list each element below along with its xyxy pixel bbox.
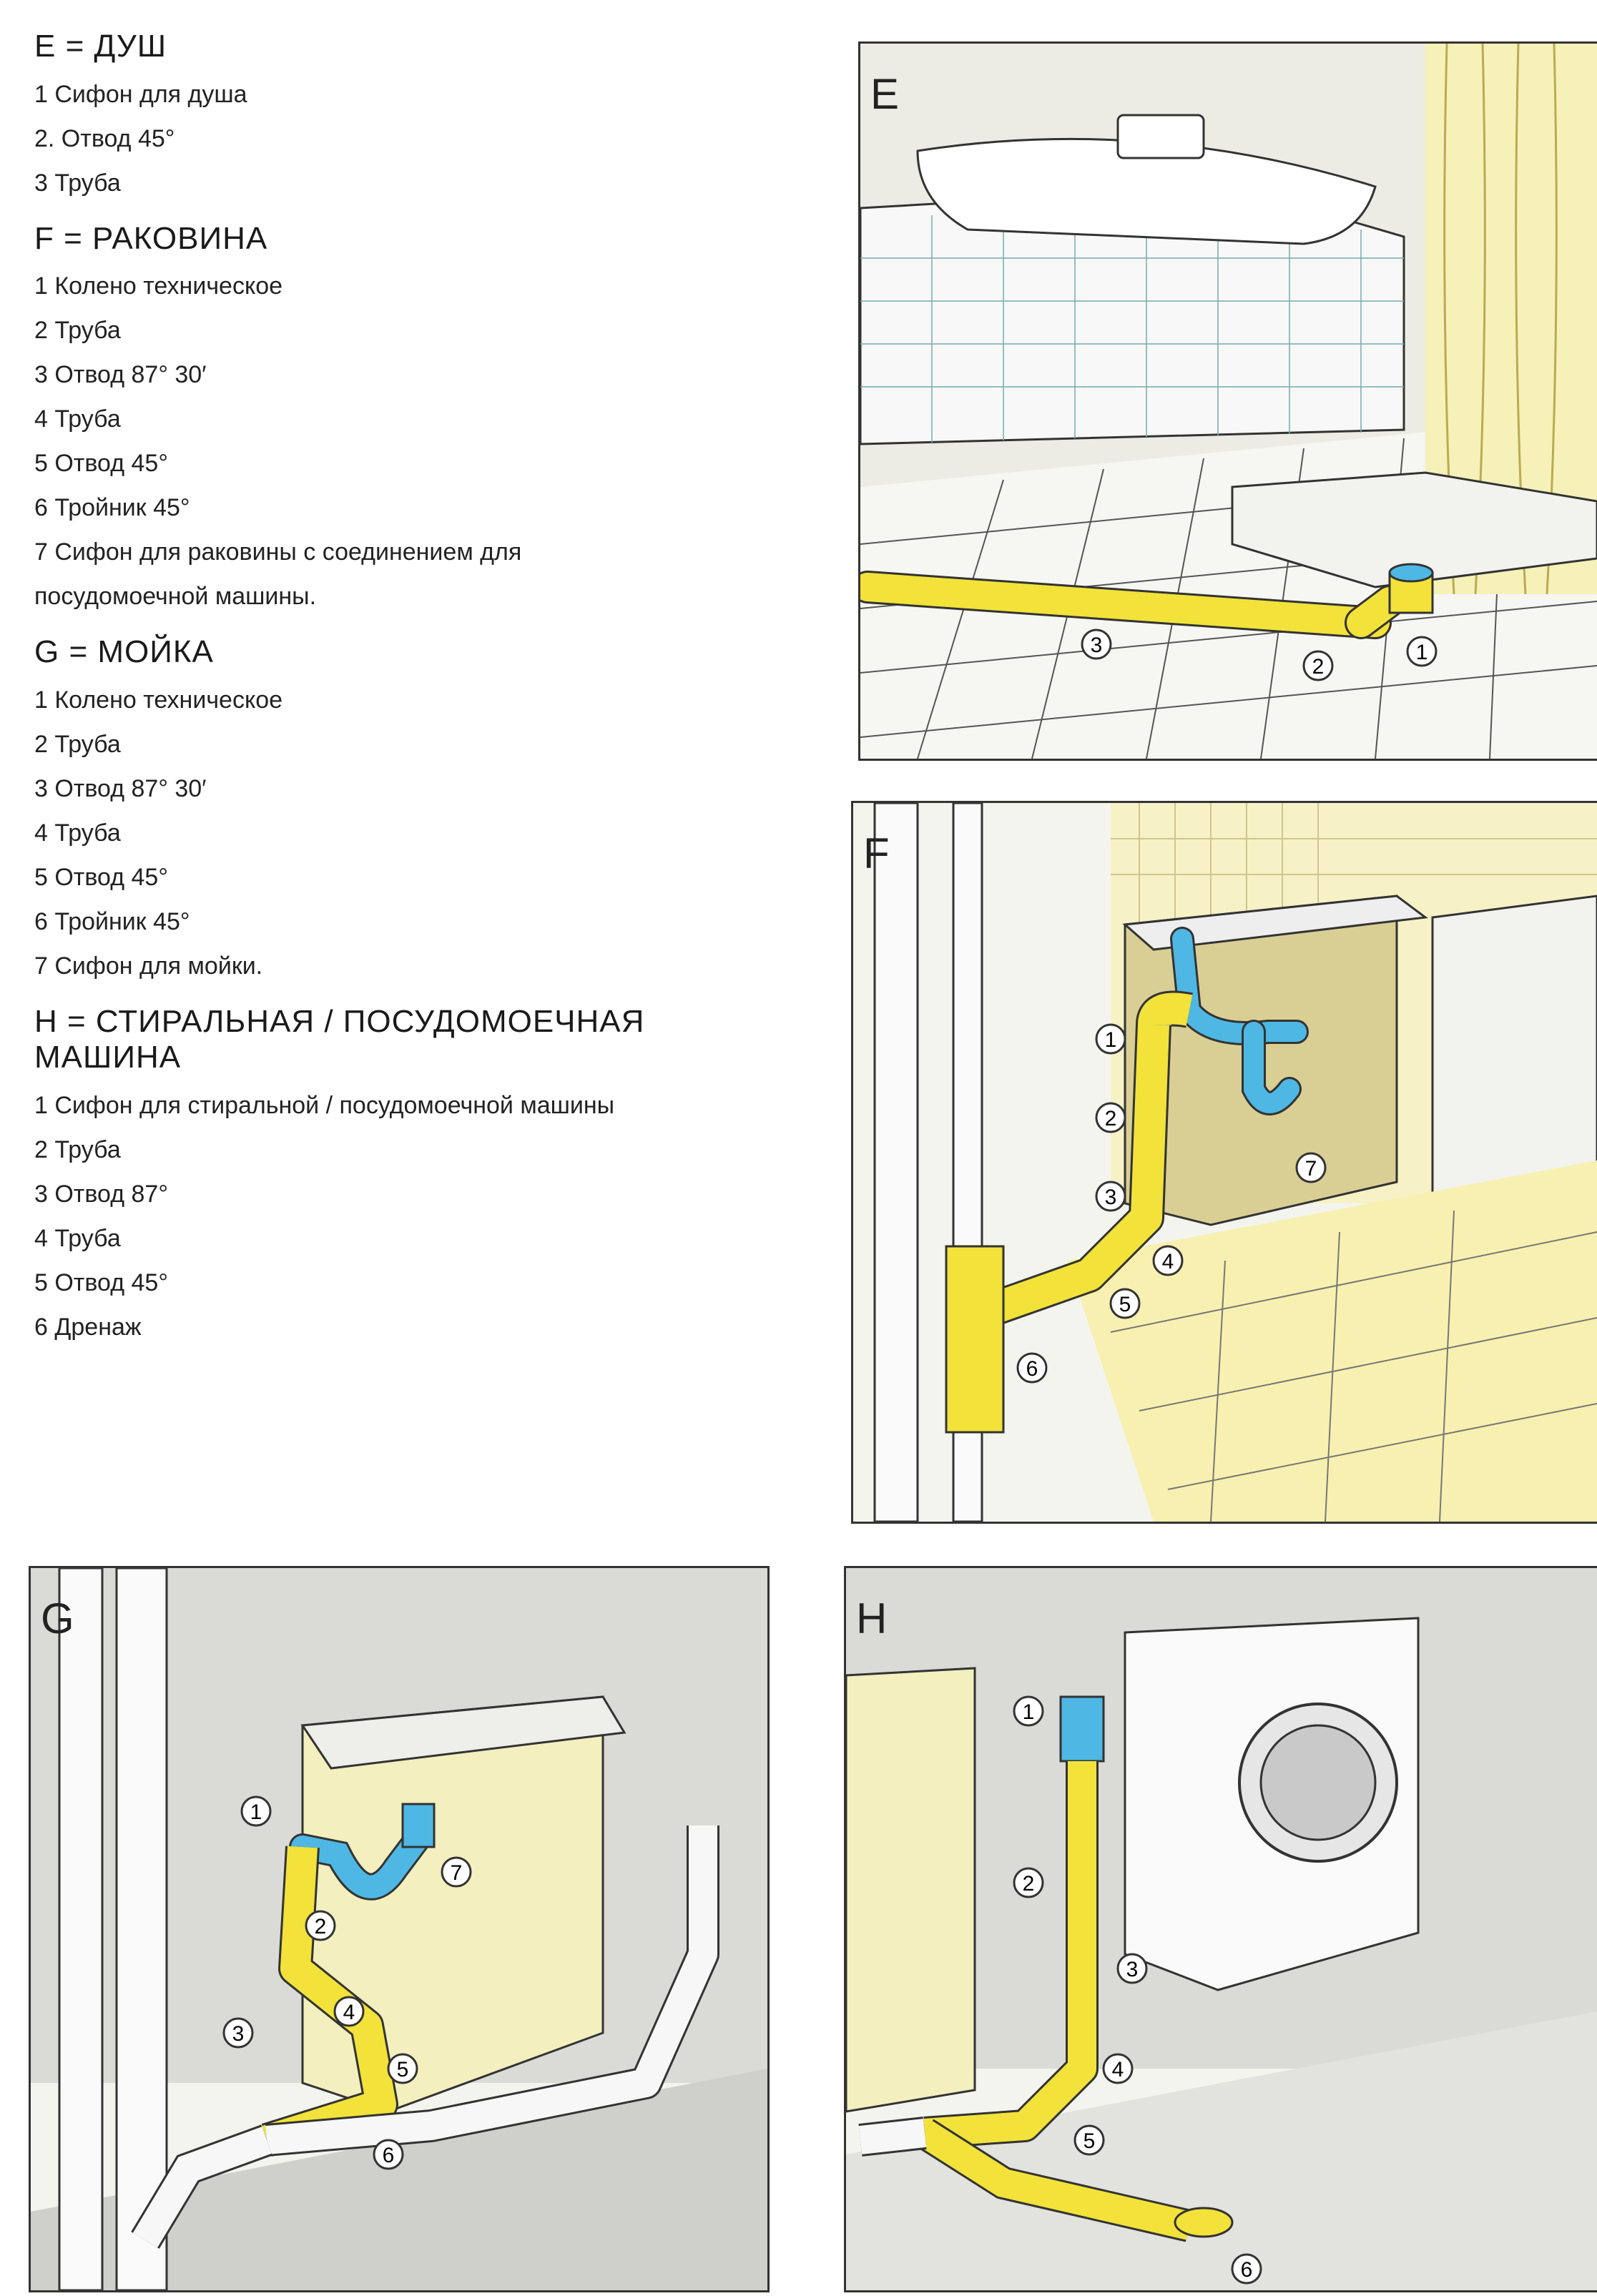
legend-item: 3 Отвод 87° 30′ — [34, 361, 207, 389]
panel-letter-f: F — [863, 829, 890, 877]
callout-markers — [222, 1795, 472, 2170]
sink-illustration: 1 2 3 4 5 6 7 — [31, 1568, 767, 2290]
legend: E = ДУШ 1 Сифон для душа 2. Отвод 45° 3 … — [34, 29, 821, 1365]
callout-1: 1 — [1023, 1700, 1035, 1724]
callout-2: 2 — [1105, 1107, 1117, 1130]
legend-item: 7 Сифон для раковины с соединением для — [34, 538, 522, 566]
legend-item: 4 Труба — [34, 819, 121, 847]
callout-6: 6 — [1241, 2258, 1253, 2282]
callout-markers — [1016, 1023, 1327, 1384]
callout-3: 3 — [1091, 634, 1103, 657]
machine-siphon — [1059, 1695, 1105, 1763]
legend-item: 4 Труба — [34, 405, 121, 433]
legend-section-h: H = СТИРАЛЬНАЯ / ПОСУДОМОЕЧНАЯ МАШИНА 1 … — [34, 1004, 821, 1349]
washbasin-siphon — [1170, 927, 1309, 1115]
panel-g-sink: 1 2 3 4 5 6 7 G — [29, 1566, 770, 2292]
legend-section-g: G = МОЙКА 1 Колено техническое 2 Труба 3… — [34, 634, 821, 988]
bathtub-tiles — [860, 201, 1404, 444]
panel-e-shower: 1 2 3 E — [858, 41, 1597, 761]
legend-item: 2. Отвод 45° — [34, 124, 175, 152]
callout-3: 3 — [1126, 1958, 1139, 1981]
callout-6: 6 — [1026, 1357, 1038, 1381]
callout-1: 1 — [250, 1800, 262, 1824]
section-title-h: H = СТИРАЛЬНАЯ / ПОСУДОМОЕЧНАЯ МАШИНА — [34, 1003, 645, 1075]
legend-item: 4 Труба — [34, 1224, 121, 1252]
callout-4: 4 — [1162, 1250, 1174, 1273]
legend-item: 2 Труба — [34, 730, 121, 758]
callout-2: 2 — [1312, 655, 1325, 679]
washbasin-illustration: 1 2 3 4 5 6 7 — [873, 803, 1597, 1522]
callout-5: 5 — [1119, 1293, 1131, 1316]
legend-item: 3 Труба — [34, 169, 121, 197]
legend-item: 3 Отвод 87° 30′ — [34, 774, 207, 802]
callout-5: 5 — [1083, 2129, 1096, 2153]
floor-tiles — [1110, 1210, 1597, 1522]
legend-item: 3 Отвод 87° — [34, 1180, 168, 1208]
sink-drain-pipe — [131, 1826, 719, 2249]
washbasin-drain-pipe — [945, 990, 1193, 1434]
legend-item: 1 Колено техническое — [34, 272, 283, 300]
shower-illustration: 1 2 3 — [860, 44, 1597, 759]
washing-machine-illustration: 1 2 3 4 5 6 — [846, 1568, 1597, 2290]
section-title-e: E = ДУШ — [34, 29, 167, 64]
callout-4: 4 — [343, 2001, 355, 2024]
machine-drain-pipe — [858, 1761, 1234, 2242]
legend-item: посудомоечной машины. — [34, 583, 317, 611]
callout-4: 4 — [1112, 2058, 1124, 2081]
callout-6: 6 — [383, 2144, 395, 2167]
panel-letter-h: H — [856, 1595, 888, 1642]
panel-f-washbasin: 1 2 3 4 5 6 7 F — [851, 801, 1597, 1524]
legend-item: 6 Дренаж — [34, 1313, 142, 1341]
shower-drain-pipe — [860, 563, 1434, 639]
callout-1: 1 — [1105, 1028, 1117, 1052]
callout-7: 7 — [1305, 1157, 1317, 1181]
legend-item: 7 Сифон для мойки. — [34, 952, 263, 980]
callout-5: 5 — [397, 2058, 409, 2081]
panel-h-washing-machine: 1 2 3 4 5 6 H — [844, 1566, 1597, 2292]
legend-item: 1 Сифон для стиральной / посудомоечной м… — [34, 1091, 615, 1119]
panel-letter-g: G — [41, 1595, 74, 1642]
callout-3: 3 — [232, 2022, 245, 2046]
legend-item: 5 Отвод 45° — [34, 1268, 168, 1296]
legend-item: 6 Тройник 45° — [34, 907, 190, 935]
callout-3: 3 — [1105, 1186, 1117, 1209]
legend-item: 1 Колено техническое — [34, 686, 283, 714]
legend-item: 6 Тройник 45° — [34, 494, 190, 522]
callout-1: 1 — [1416, 641, 1428, 664]
legend-item: 1 Сифон для душа — [34, 80, 247, 108]
legend-item: 2 Труба — [34, 1135, 121, 1163]
sink-siphon — [289, 1803, 436, 1901]
legend-item: 5 Отвод 45° — [34, 863, 168, 891]
callout-markers — [1013, 1695, 1262, 2285]
callout-7: 7 — [451, 1861, 463, 1885]
callout-markers — [1081, 629, 1438, 681]
callout-2: 2 — [1023, 1872, 1035, 1896]
legend-item: 5 Отвод 45° — [34, 450, 168, 478]
section-title-f: F = РАКОВИНА — [34, 220, 268, 256]
legend-item: 2 Труба — [34, 317, 121, 345]
callout-2: 2 — [315, 1915, 327, 1938]
section-title-g: G = МОЙКА — [34, 634, 214, 670]
legend-section-f: F = РАКОВИНА 1 Колено техническое 2 Труб… — [34, 221, 821, 619]
panel-letter-e: E — [870, 70, 900, 118]
legend-section-e: E = ДУШ 1 Сифон для душа 2. Отвод 45° 3 … — [34, 29, 821, 205]
